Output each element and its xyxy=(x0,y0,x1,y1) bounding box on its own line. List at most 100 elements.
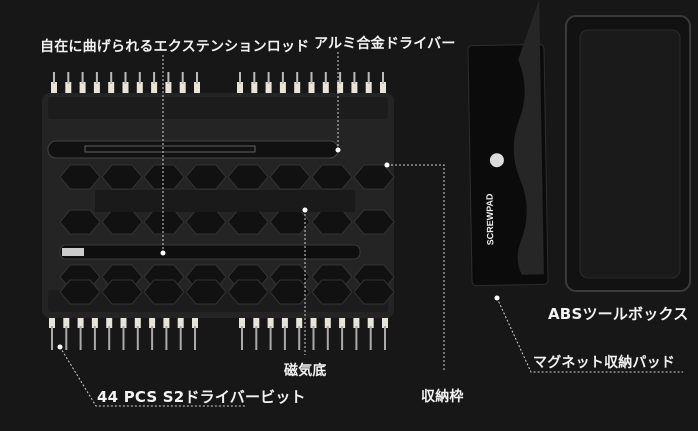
bit xyxy=(308,82,315,96)
bit-tip xyxy=(53,72,55,84)
bit xyxy=(77,312,84,328)
bit xyxy=(136,82,143,96)
bit-tip xyxy=(110,72,113,84)
bit xyxy=(122,82,129,96)
bit xyxy=(310,312,317,328)
bit-tip xyxy=(51,326,53,350)
hex-cell xyxy=(101,164,143,190)
hex-cell xyxy=(353,279,395,305)
bit-tip xyxy=(138,72,141,84)
bit xyxy=(79,82,86,96)
bit xyxy=(380,82,386,96)
bit xyxy=(63,312,70,328)
bit xyxy=(351,82,358,96)
hex-cell xyxy=(311,279,353,305)
label-abs-toolbox: ABSツールボックス xyxy=(548,305,689,323)
bit-tip xyxy=(196,72,198,84)
bit xyxy=(149,312,156,328)
hex-cell xyxy=(59,209,101,235)
hex-cell xyxy=(353,209,395,235)
hex-cell xyxy=(143,164,185,190)
hex-cell xyxy=(185,279,227,305)
hex-cell xyxy=(269,279,311,305)
bit xyxy=(339,312,346,328)
bit-tip xyxy=(269,326,272,350)
bit-tip xyxy=(324,72,327,84)
bit-tip xyxy=(181,72,184,84)
hex-cell xyxy=(101,279,143,305)
bit xyxy=(294,82,301,96)
hex-cell xyxy=(311,164,353,190)
callout-dots xyxy=(57,147,500,350)
bit-tip xyxy=(122,326,125,350)
bit xyxy=(296,312,303,328)
label-storage-frame: 収納枠 xyxy=(421,389,464,405)
bit xyxy=(179,82,186,96)
bit xyxy=(337,82,344,96)
bit-tip xyxy=(67,72,70,84)
bit xyxy=(192,312,198,328)
bit xyxy=(367,312,374,328)
hex-cell xyxy=(143,279,185,305)
hex-cell xyxy=(59,279,101,305)
bit xyxy=(365,82,372,96)
magnetic-pad: SCREWPAD xyxy=(467,0,549,287)
bit xyxy=(322,82,329,96)
bit xyxy=(91,312,98,328)
bit-tip xyxy=(79,326,82,350)
bit xyxy=(281,312,288,328)
bit xyxy=(251,82,258,96)
top-rail xyxy=(48,97,388,119)
hex-cell xyxy=(185,164,227,190)
aluminum-driver xyxy=(47,140,339,159)
bit-tip xyxy=(341,326,344,350)
hex-cell xyxy=(269,164,311,190)
brand-logo-icon xyxy=(489,153,504,168)
bit xyxy=(165,82,172,96)
bit-tip xyxy=(353,72,356,84)
label-magnetic-pad: マグネット収納パッド xyxy=(533,355,675,371)
bit-tip xyxy=(65,326,68,350)
bit-tip xyxy=(124,72,127,84)
bit-tip xyxy=(283,326,286,350)
bit-tip xyxy=(253,72,256,84)
bit xyxy=(279,82,286,96)
bit xyxy=(120,312,127,328)
bit-tip xyxy=(339,72,342,84)
bit-tip xyxy=(267,72,270,84)
bit-tip xyxy=(296,72,299,84)
toolbox-lid xyxy=(579,29,681,279)
bit-tip xyxy=(108,326,111,350)
driver-ruler xyxy=(84,145,256,153)
bit xyxy=(49,312,55,328)
middle-rail xyxy=(95,190,355,212)
pad-brand-logo: SCREWPAD xyxy=(484,193,495,246)
bit xyxy=(108,82,115,96)
hex-cell xyxy=(353,164,395,190)
bit-tip xyxy=(367,72,370,84)
hex-cell xyxy=(59,164,101,190)
label-extension-rod: 自在に曲げられるエクステンションロッド xyxy=(40,39,310,55)
bit-tip xyxy=(95,72,98,84)
bit xyxy=(324,312,331,328)
bit xyxy=(265,82,272,96)
bit-tip xyxy=(255,326,258,350)
label-aluminum-driver: アルミ合金ドライバー xyxy=(314,36,456,52)
hex-cell xyxy=(227,164,269,190)
bit xyxy=(177,312,184,328)
bit xyxy=(151,82,158,96)
bit-tip xyxy=(153,72,156,84)
bit-tip xyxy=(194,326,196,350)
bit-tip xyxy=(241,326,243,350)
hex-cell xyxy=(227,279,269,305)
bit-tip xyxy=(136,326,139,350)
bit-tip xyxy=(81,72,84,84)
bit-tip xyxy=(384,326,386,350)
callout-lines xyxy=(59,52,683,407)
label-magnetic-base: 磁気底 xyxy=(284,363,327,379)
bit xyxy=(253,312,260,328)
bit-tip xyxy=(298,326,301,350)
rod-bit-tip xyxy=(62,248,84,256)
bit-tip xyxy=(167,72,170,84)
